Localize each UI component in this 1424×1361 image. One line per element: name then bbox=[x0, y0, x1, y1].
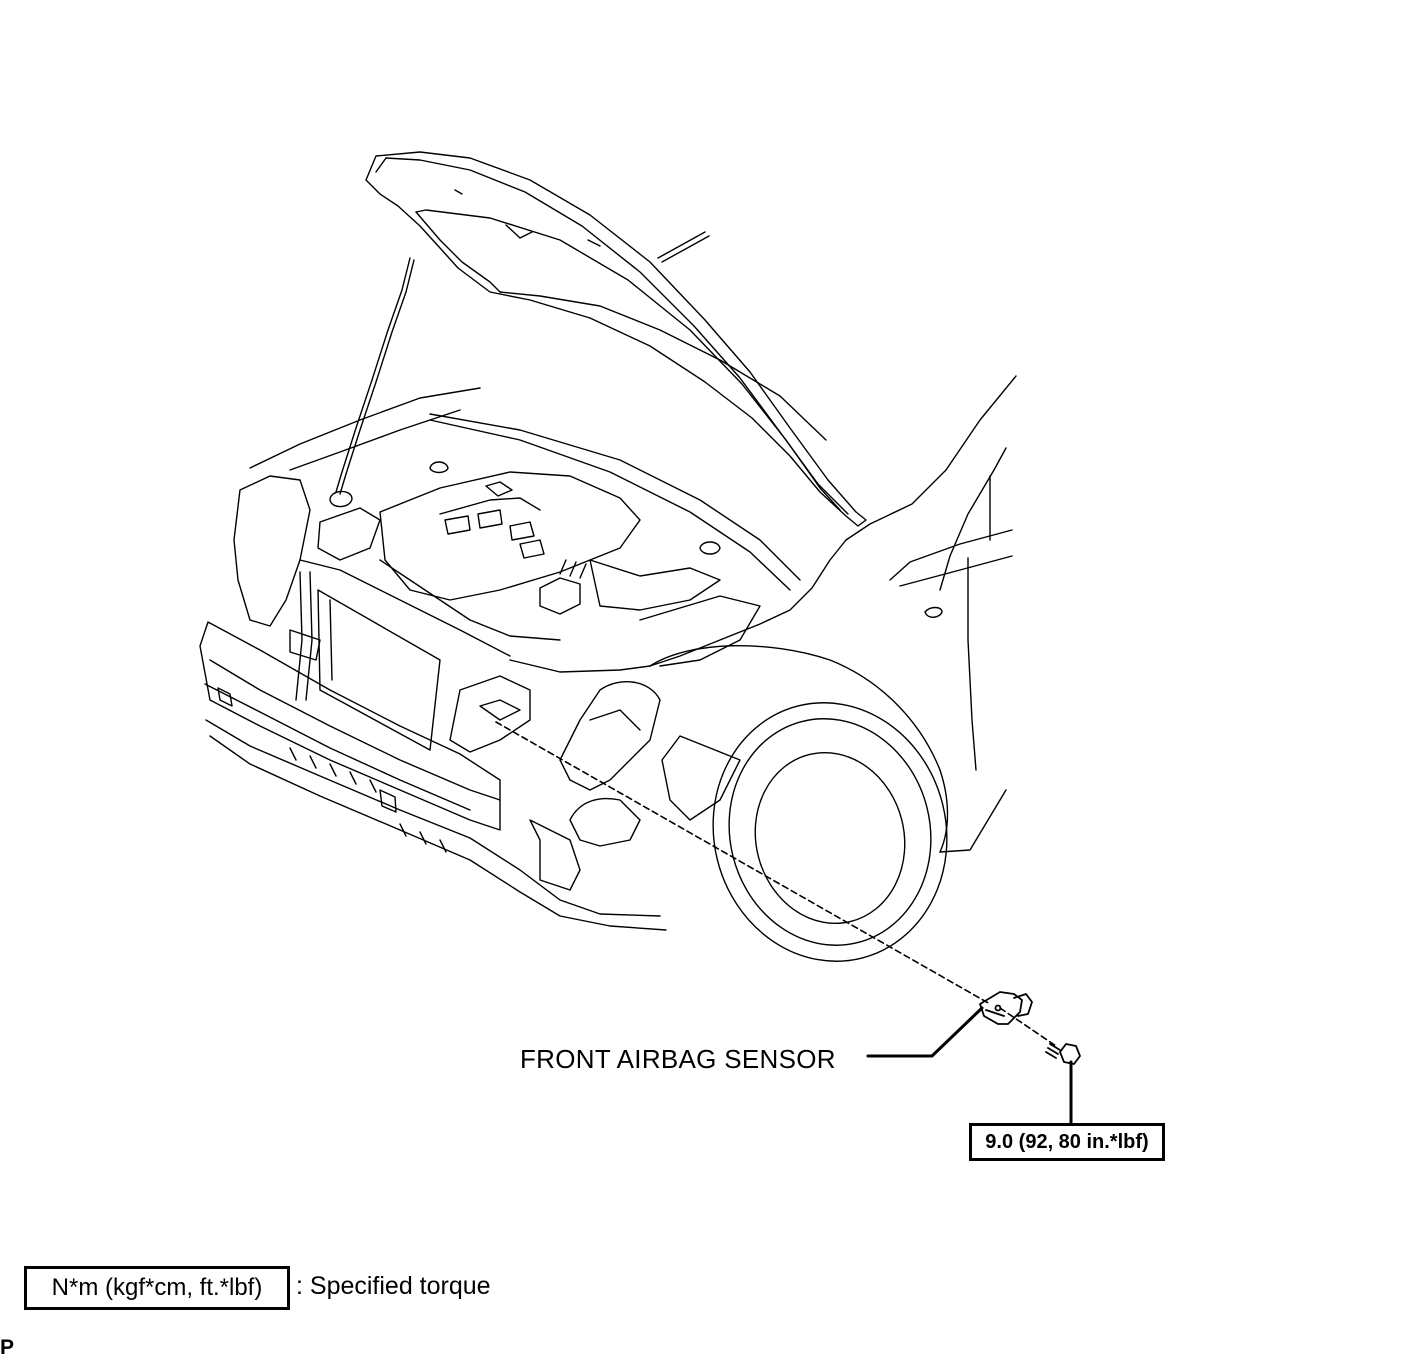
hood-support-rod bbox=[335, 257, 415, 495]
leader-lines bbox=[866, 1006, 1073, 1126]
corner-mark: P bbox=[0, 1336, 15, 1359]
torque-unit-legend: N*m (kgf*cm, ft.*lbf) bbox=[24, 1266, 290, 1310]
fender bbox=[649, 375, 1017, 771]
torque-legend-description: : Specified torque bbox=[296, 1272, 491, 1300]
front-airbag-sensor-label: FRONT AIRBAG SENSOR bbox=[520, 1044, 836, 1074]
engine-compartment bbox=[233, 387, 801, 667]
bolt bbox=[1045, 1043, 1081, 1065]
front-airbag-sensor bbox=[979, 991, 1033, 1025]
bolt-torque-value: 9.0 (92, 80 in.*lbf) bbox=[969, 1123, 1165, 1161]
installation-guide-line bbox=[495, 721, 1057, 1047]
hood bbox=[365, 151, 867, 527]
radiator-support bbox=[289, 559, 651, 753]
front-wheel bbox=[559, 645, 1007, 962]
bumper-reinforcement bbox=[199, 621, 667, 931]
